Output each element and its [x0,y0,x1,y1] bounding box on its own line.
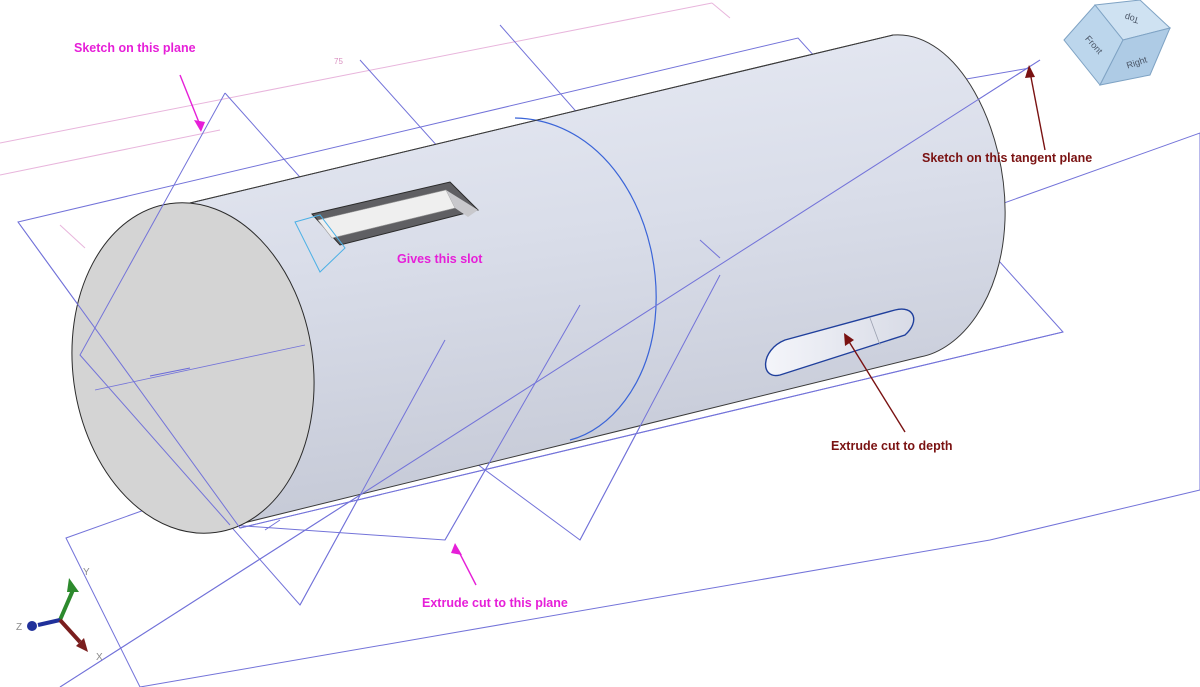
annotation-arrows [179,65,1046,586]
shaft-body [89,34,1006,532]
shaft-end-face [71,202,315,534]
dimension-label: 75 [334,57,343,66]
label-extrude-to-plane: Extrude cut to this plane [422,596,568,610]
y-axis-arrow-icon [67,578,79,592]
axis-label-x: X [96,652,103,663]
view-cube[interactable]: Top Front Right [1063,0,1172,86]
z-axis-arrow-icon [27,621,37,631]
label-extrude-to-depth: Extrude cut to depth [831,439,953,453]
x-axis-arrow-icon [76,638,88,652]
axis-label-z: Z [16,622,22,633]
rounded-slot [764,308,915,377]
label-sketch-tangent-plane: Sketch on this tangent plane [922,151,1092,165]
reference-planes-front [17,59,1064,687]
view-cube-top[interactable]: Top [1123,12,1140,26]
label-gives-slot: Gives this slot [397,252,483,266]
annotation-labels: Sketch on this plane Gives this slot Ext… [74,41,1092,610]
keyway-slot [294,181,479,273]
label-sketch-plane: Sketch on this plane [74,41,196,55]
axis-label-y: Y [83,567,90,578]
axis-triad: Y Z X [16,567,103,663]
